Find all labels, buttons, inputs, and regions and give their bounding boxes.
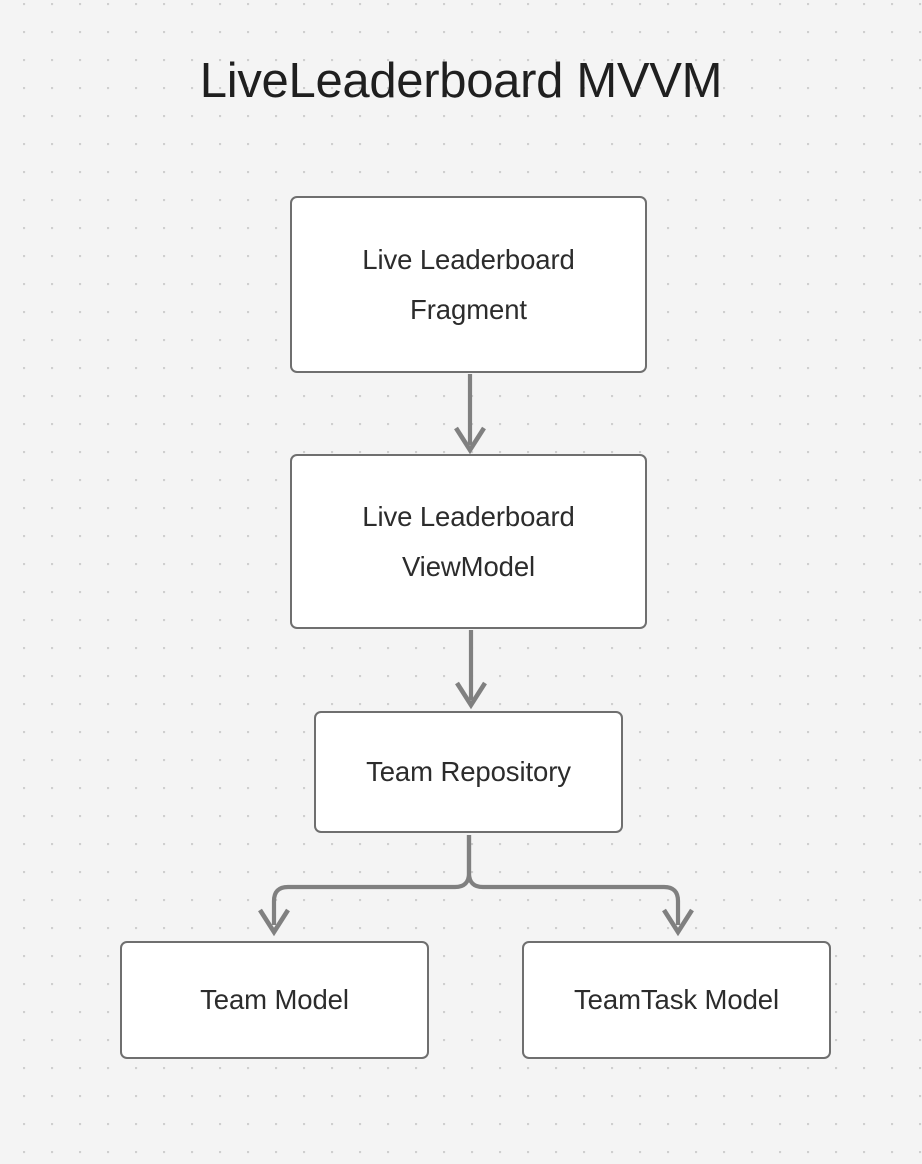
node-label: Team Repository [366,756,571,787]
node-teamtask-model[interactable]: TeamTask Model [522,941,831,1059]
node-label: TeamTask Model [574,984,779,1015]
edge-repository-to-teamtask-model [466,835,694,937]
node-live-leaderboard-fragment[interactable]: Live Leaderboard Fragment [290,196,647,373]
edge-viewmodel-to-repository [455,630,487,710]
node-team-model[interactable]: Team Model [120,941,429,1059]
node-label: Team Model [200,984,349,1015]
node-label: Live Leaderboard ViewModel [362,500,575,582]
node-team-repository[interactable]: Team Repository [314,711,623,833]
edge-fragment-to-viewmodel [454,374,486,455]
edge-repository-to-team-model [258,835,472,937]
node-label: Live Leaderboard Fragment [362,243,575,325]
node-live-leaderboard-viewmodel[interactable]: Live Leaderboard ViewModel [290,454,647,629]
page-title: LiveLeaderboard MVVM [199,54,723,108]
